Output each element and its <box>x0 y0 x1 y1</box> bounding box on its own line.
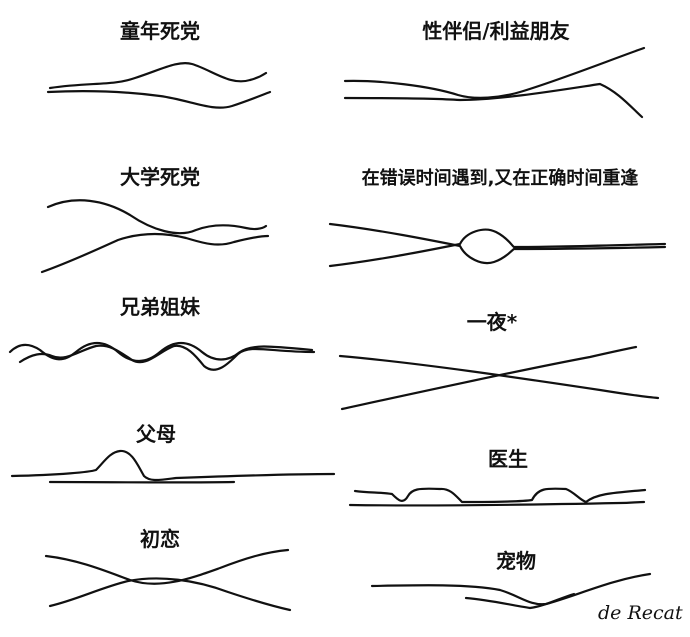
artist-signature: de Recat <box>598 602 683 624</box>
label-parents: 父母 <box>136 422 176 446</box>
label-one-night: 一夜* <box>466 310 518 334</box>
label-siblings: 兄弟姐妹 <box>120 295 200 319</box>
lines-college-friends <box>40 199 270 274</box>
lines-one-night <box>338 345 660 411</box>
label-childhood-friends: 童年死党 <box>120 19 200 43</box>
lines-parents <box>10 449 336 484</box>
lines-childhood-friends <box>46 62 272 109</box>
lines-siblings <box>8 341 316 371</box>
lines-first-love <box>44 548 292 612</box>
label-partner: 性伴侣/利益朋友 <box>422 19 570 43</box>
label-pet: 宠物 <box>496 549 536 573</box>
lines-partner <box>343 46 646 119</box>
label-college-friends: 大学死党 <box>120 165 200 189</box>
label-first-love: 初恋 <box>140 527 180 551</box>
label-doctor: 医生 <box>488 447 528 471</box>
lines-pet <box>370 572 652 610</box>
lines-doctor <box>348 487 647 507</box>
lines-reunion <box>328 222 667 268</box>
label-reunion: 在错误时间遇到,又在正确时间重逢 <box>361 168 639 189</box>
